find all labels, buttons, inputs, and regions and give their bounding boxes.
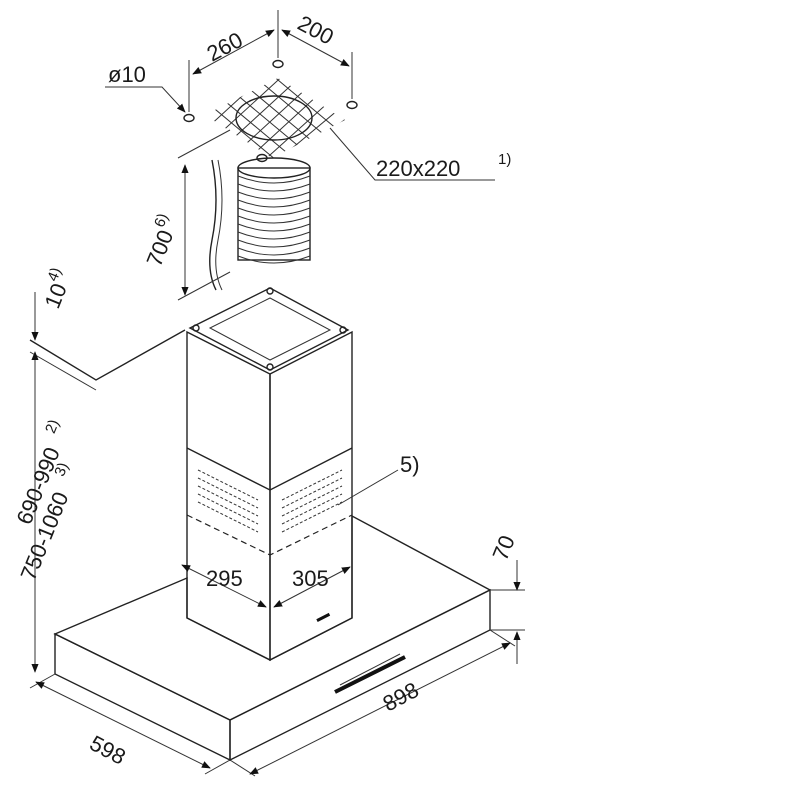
fixing-hole-icon xyxy=(183,113,195,123)
duct-opening-note: 1) xyxy=(498,151,511,168)
ceiling-line xyxy=(29,329,186,391)
vent-note-label: 5) xyxy=(400,452,420,477)
ceiling-gap-note: 4) xyxy=(44,265,65,284)
chimney xyxy=(181,287,399,662)
chimney-width-left-label: 295 xyxy=(206,566,243,591)
fixing-hole-icon xyxy=(272,59,284,69)
power-cable xyxy=(209,159,223,291)
duct-length-label: 700 xyxy=(141,226,178,269)
flexible-duct xyxy=(237,157,311,264)
duct-opening-hatch xyxy=(205,78,345,158)
canopy-depth-label: 598 xyxy=(86,730,130,769)
duct-length-note: 6) xyxy=(151,211,172,230)
hole-spacing-a-label: 260 xyxy=(203,27,247,66)
ceiling-gap-label: 10 xyxy=(39,280,71,312)
duct-opening-label: 220x220 xyxy=(376,156,460,181)
canopy-height-label: 70 xyxy=(487,532,519,564)
height-range-b-note: 3) xyxy=(51,460,72,479)
hole-spacing-b-label: 200 xyxy=(294,10,338,49)
hole-diameter-label: ø10 xyxy=(108,62,146,87)
height-range-a-note: 2) xyxy=(42,417,63,436)
fixing-hole-icon xyxy=(346,100,358,110)
chimney-width-right-label: 305 xyxy=(292,566,329,591)
